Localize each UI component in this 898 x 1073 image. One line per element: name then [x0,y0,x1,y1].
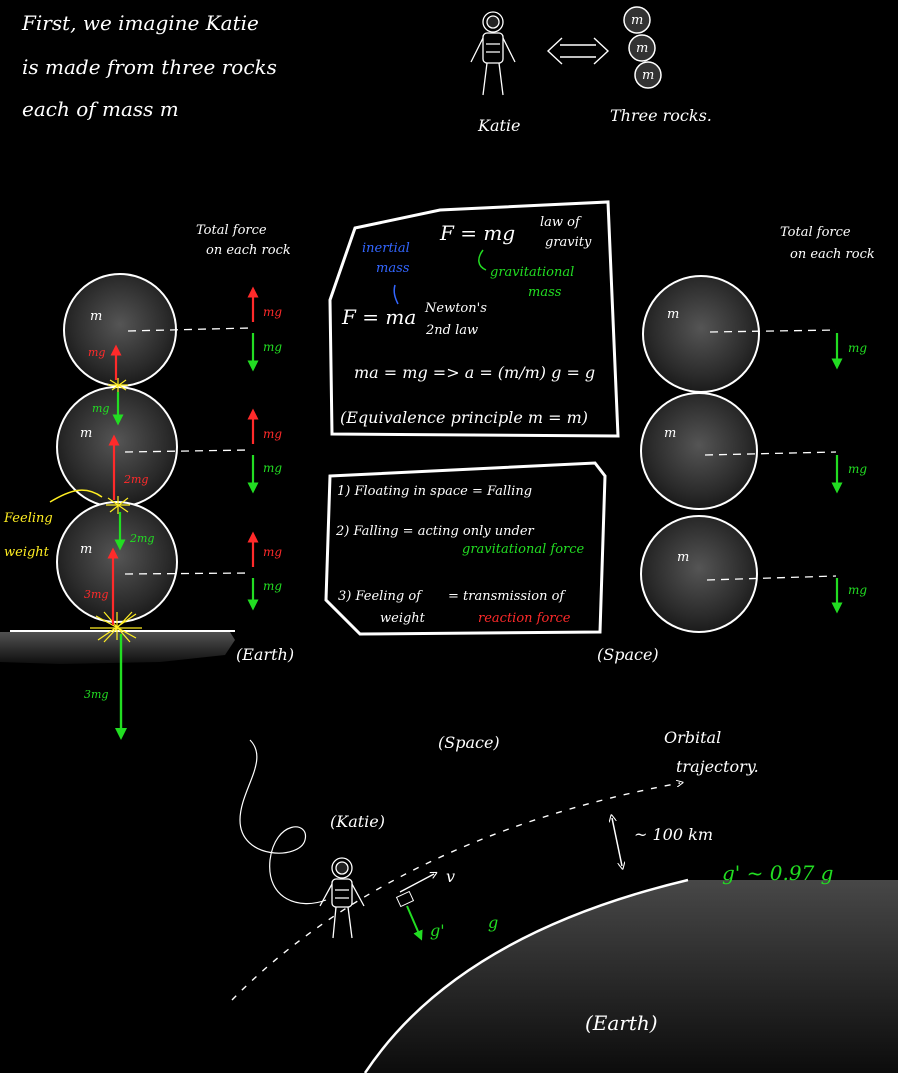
g-prime-short: g' [430,921,445,940]
internal-force-label: mg [92,402,109,415]
contact-spark [90,378,142,643]
gravitational-mass-1: gravitational [490,265,574,280]
small-rock-label: m [636,41,648,56]
intro-line-2: is made from three rocks [22,55,277,79]
inertial-mass-pointer [393,284,399,305]
space-rock-bottom [640,515,758,633]
newton-1: Newton's [424,301,487,316]
g-prime-arrow [406,905,423,941]
force-label-up: mg [263,545,282,559]
earth-ground [0,632,235,664]
space-dashed-lines [704,329,837,581]
feeling-weight-pointer [49,489,103,503]
small-rock-label: m [631,13,643,28]
force-label-down: mg [263,579,282,593]
eq-newton: F = ma [341,305,416,329]
three-small-rocks: m m m [623,6,662,89]
height-label: ~ 100 km [634,825,713,844]
space-rock-top [642,275,760,393]
internal-force-arrows [107,344,127,740]
principle-3d: reaction force [478,611,571,626]
height-double-arrow [612,818,622,866]
three-rocks-label: Three rocks. [610,106,712,125]
katie-paren-label: (Katie) [330,812,385,831]
katie-label: Katie [477,116,521,135]
space-rock-middle [640,392,758,510]
principle-3a: 3) Feeling of [338,589,423,604]
total-force-left-2: on each rock [206,243,291,258]
force-label-down: mg [263,461,282,475]
earth-bottom-label: (Earth) [585,1011,658,1035]
principle-2b: gravitational force [462,542,585,557]
rock-label: m [90,309,102,324]
orbital-label-1: Orbital [664,728,721,747]
space-label: (Space) [597,645,659,664]
velocity-label: v [446,867,455,886]
total-force-right-2: on each rock [790,247,875,262]
center-dashed-lines [124,327,251,575]
g-prime-ratio: g' ~ 0.97 g [722,861,833,885]
principle-2a: 2) Falling = acting only under [335,524,535,539]
internal-force-label: mg [88,346,105,359]
internal-force-label: 2mg [123,473,148,486]
law-gravity-1: law of [540,215,582,230]
equations-box [328,200,620,438]
eq-combined: ma = mg => a = (m/m) g = g [354,363,595,382]
equivalence-double-arrow-icon [546,37,610,65]
rock-label: m [80,426,92,441]
feeling-weight-2: weight [4,545,50,560]
feeling-weight-1: Feeling [3,511,53,526]
principle-3c: = transmission of [448,589,566,604]
space-force-label: mg [848,462,867,476]
small-rock-label: m [642,68,654,83]
law-gravity-2: gravity [545,235,592,250]
astronaut-icon [470,11,516,96]
total-force-left-1: Total force [196,223,267,238]
astronaut-orbit-icon [319,857,365,939]
intro-line-1: First, we imagine Katie [21,11,259,35]
earth-label: (Earth) [236,645,294,664]
principles-box [324,461,607,636]
space-label-bottom: (Space) [438,733,500,752]
space-force-label: mg [848,583,867,597]
newton-2: 2nd law [425,323,478,338]
rock-label: m [667,307,679,322]
principle-3b: weight [380,611,426,626]
g-short: g [488,913,498,932]
earth-surface [365,880,898,1073]
internal-force-label: 3mg [84,688,108,701]
total-force-right-1: Total force [780,225,851,240]
orbital-trajectory [231,783,680,1001]
principle-1: 1) Floating in space = Falling [337,484,532,499]
eq-gravity: F = mg [439,221,515,245]
earth-rock-bottom [56,501,178,623]
gravitational-mass-2: mass [528,285,562,300]
space-force-label: mg [848,341,867,355]
force-label-up: mg [263,305,282,319]
equivalence-principle: (Equivalence principle m = m) [340,408,588,427]
gravitational-mass-pointer [478,249,487,271]
orbital-label-2: trajectory. [676,757,759,776]
velocity-arrow [399,874,434,893]
intro-line-3: each of mass m [22,97,179,121]
earth-horizon-line [363,878,689,1073]
rock-label: m [80,542,92,557]
rock-label: m [664,426,676,441]
force-label-up: mg [263,427,282,441]
inertial-mass-2: mass [376,261,410,276]
tether [239,739,327,905]
rock-label: m [677,550,689,565]
internal-force-label: 3mg [84,588,108,601]
satellite-body [395,890,415,908]
inertial-mass-1: inertial [362,241,410,256]
force-label-down: mg [263,340,282,354]
internal-force-label: 2mg [129,532,154,545]
